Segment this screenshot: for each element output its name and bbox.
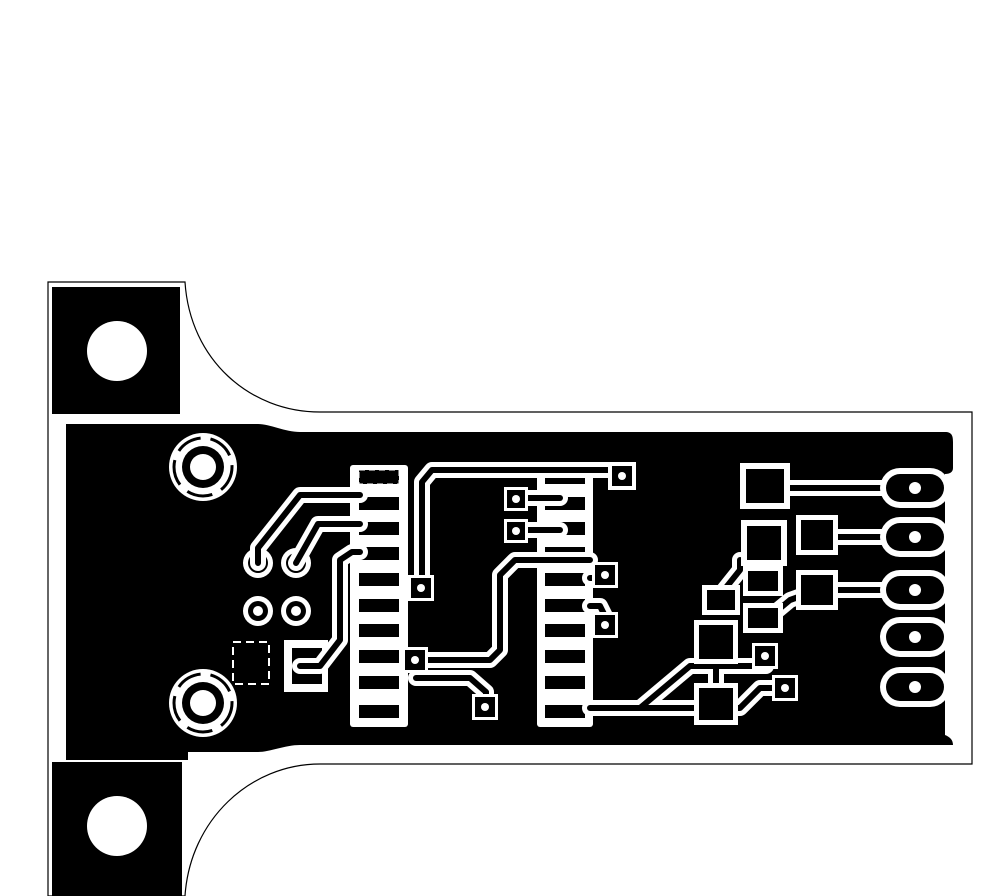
square-smd-pads [694,463,838,725]
dashed-footprint [232,641,270,685]
mounting-hole-top-icon [87,321,147,381]
mounting-hole-bottom-icon [87,796,147,856]
thermal-pad-bottom [169,669,237,737]
edge-connector-pads [880,468,950,707]
ic-left-column-pads [358,469,400,718]
vias [402,462,798,720]
thermal-pad-top [169,433,237,501]
